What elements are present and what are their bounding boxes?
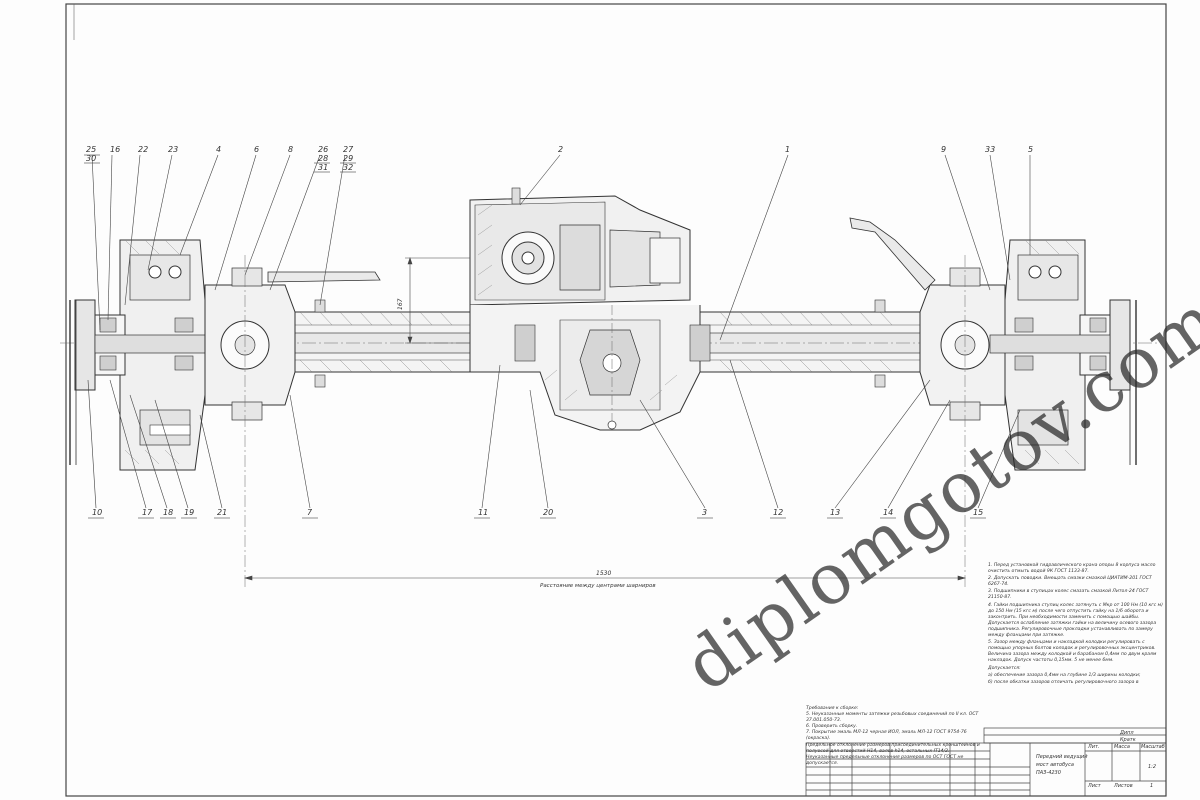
part-number-15: 15: [973, 508, 983, 517]
requirement-item: Предельное отклонение размеров присоедин…: [806, 742, 980, 754]
part-number-16: 16: [110, 145, 120, 154]
note-item: а) обеспечение зазора 0,4мм на глубине 1…: [988, 672, 1141, 678]
title-block-sheets-value: 1: [1150, 783, 1154, 789]
part-number-21: 21: [217, 508, 227, 517]
note-item: 2. Допускать поводки. Вмещать смазки сма…: [988, 576, 1152, 588]
part-number-31: 31: [318, 163, 328, 172]
requirement-item: 5. Неуказанные моменты затяжки резьбовых…: [806, 712, 979, 724]
dimension-lines: [243, 257, 967, 581]
part-number-29: 29: [343, 154, 353, 163]
part-number-4: 4: [216, 145, 221, 154]
part-number-22: 22: [138, 145, 148, 154]
title-block-scale: Масштаб: [1141, 744, 1165, 750]
part-number-5: 5: [1028, 145, 1033, 154]
dim-caption: Расстояние между центрами шарниров: [540, 583, 656, 589]
part-number-19: 19: [184, 508, 194, 517]
note-item: Допускается:: [988, 665, 1021, 671]
technical-notes: 1. Перед установкой гидравлического кран…: [988, 563, 1166, 687]
note-item: б) после обкатки зазоров отличать регули…: [988, 679, 1139, 685]
requirement-item: 7. Покрытие эмаль МЛ-12 черная ИОЛ, эмал…: [806, 730, 967, 742]
part-number-23: 23: [168, 145, 178, 154]
title-line-2: мост автобуса: [1036, 762, 1074, 768]
dim-horizontal: 1530: [596, 570, 611, 577]
part-number-25: 25: [86, 145, 96, 154]
title-block-scale-value: 1:2: [1148, 764, 1157, 770]
part-number-9: 9: [941, 145, 946, 154]
part-number-20: 20: [543, 508, 553, 517]
note-item: 5. Зазор между фланцами и накладкой коло…: [988, 640, 1157, 664]
note-item: 4. Гайки подшипника ступиц колес затянут…: [988, 602, 1163, 639]
right-wheel-hub: [989, 239, 1137, 471]
left-knuckle: [204, 255, 381, 590]
part-number-7: 7: [307, 508, 313, 517]
part-number-18: 18: [163, 508, 173, 517]
part-number-6: 6: [254, 145, 259, 154]
requirement-item: Требования к сборке:: [806, 706, 859, 711]
dim-vertical: 167: [397, 298, 404, 310]
title-block-top-cell1: Дипл: [1120, 730, 1134, 736]
part-number-30: 30: [86, 154, 96, 163]
part-number-2: 2: [558, 145, 563, 154]
part-number-27: 27: [343, 145, 354, 154]
part-number-32: 32: [343, 163, 353, 172]
title-block-sheet: Лист: [1088, 783, 1101, 789]
part-number-14: 14: [883, 508, 893, 517]
part-number-28: 28: [318, 154, 328, 163]
part-number-33: 33: [985, 145, 995, 154]
part-number-11: 11: [478, 508, 488, 517]
title-line-1: Передний ведущий: [1036, 754, 1088, 760]
part-number-1: 1: [785, 145, 790, 154]
note-item: 3. Подшипники в ступицах колес смазать с…: [988, 589, 1149, 601]
part-number-3: 3: [702, 508, 707, 517]
part-number-26: 26: [318, 145, 328, 154]
note-item: 1. Перед установкой гидравлического кран…: [988, 563, 1156, 575]
title-block-mass: Масса: [1114, 744, 1130, 750]
left-wheel-hub: [69, 239, 221, 471]
part-number-8: 8: [288, 145, 293, 154]
differential-housing: [469, 187, 711, 431]
title-block: [805, 727, 1167, 797]
title-line-3: ПАЗ-4230: [1036, 770, 1061, 776]
requirement-item: 6. Проверить сборку.: [806, 724, 858, 730]
assembly-requirements: Требования к сборке: 5. Неуказанные моме…: [806, 706, 982, 767]
title-block-stage: Лит.: [1088, 744, 1100, 750]
part-number-17: 17: [142, 508, 153, 517]
part-number-12: 12: [773, 508, 783, 517]
sheet-frame: [65, 3, 1167, 797]
leader-lines-top: [84, 154, 1031, 341]
leader-lines-bottom: [87, 359, 1021, 519]
title-block-sheets: Листов: [1114, 783, 1133, 789]
title-block-top-cell2: Кратк: [1120, 737, 1136, 743]
part-number-13: 13: [830, 508, 840, 517]
part-number-10: 10: [92, 508, 102, 517]
requirement-item: Неуказанные предельные отклонения размер…: [806, 754, 964, 766]
right-knuckle: [849, 217, 1006, 590]
